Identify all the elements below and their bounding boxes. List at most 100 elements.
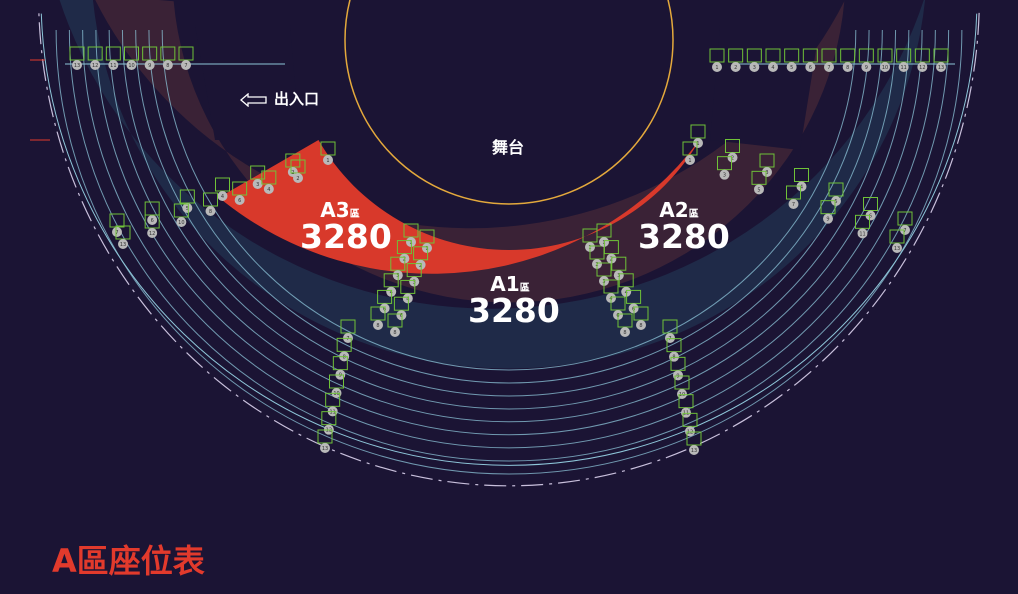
seat-box [863, 197, 878, 211]
a3-lower-aisle-seat-number: 12 [149, 231, 155, 237]
seat-badge [90, 60, 101, 70]
zone-a1-price: 3280 [468, 291, 560, 330]
top-right-aisle-seat-number: 4 [771, 65, 774, 71]
top-left-aisle-seat-number: 7 [184, 63, 187, 69]
top-right-aisle-seat-number: 11 [900, 65, 906, 71]
a2-upper-aisle-seat-number: 7 [903, 228, 906, 234]
seat-badge [162, 60, 173, 70]
seat-badge [620, 327, 630, 337]
a1-left-aisle-b-seat-number: 6 [400, 313, 403, 319]
a1-left-aisle-b-seat-number: 3 [413, 280, 416, 286]
seat-badge [865, 210, 876, 221]
seat-badge [831, 196, 841, 206]
seat-badge [176, 217, 187, 227]
seat-badge [126, 60, 137, 70]
zone-a3-suffix: 區 [349, 209, 360, 220]
a2-lower-aisle-seat-number: 11 [859, 231, 865, 237]
row-line [148, 29, 870, 384]
zone-a2-suffix: 區 [688, 209, 699, 220]
seat-badge [112, 227, 122, 237]
lower-left-aisle-seat-number: 9 [339, 373, 342, 379]
seat-badge [900, 225, 910, 235]
seat-badge [373, 320, 383, 330]
lower-left-aisle-seat-number: 8 [343, 354, 346, 360]
a3-upper-aisle-seat-number: 1 [326, 158, 329, 164]
seat-badge [796, 181, 807, 192]
top-right-aisle-seat-number: 13 [938, 65, 944, 71]
seat-badge [749, 62, 760, 72]
seat-badge [118, 239, 128, 249]
seat-badge [182, 203, 193, 213]
outer-boundary [40, 13, 978, 466]
seat-badge [824, 62, 834, 72]
a1-left-aisle-b-seat-number: 8 [393, 330, 396, 336]
seat-badge [181, 60, 191, 70]
seat-badge [72, 60, 82, 70]
seat-badge [415, 259, 426, 270]
seat-box [690, 124, 706, 139]
seat-badge [685, 155, 695, 165]
seat-badge [390, 327, 400, 337]
seat-badge [768, 62, 778, 72]
zone-a3-price: 3280 [300, 217, 392, 256]
seat-badge [263, 184, 274, 194]
seat-badge [730, 62, 741, 72]
top-left-aisle-seat-number: 10 [128, 63, 134, 69]
lower-entrance-gap [355, 350, 663, 470]
seat-box [794, 168, 809, 182]
top-left-aisle-seat-number: 11 [110, 63, 116, 69]
zone-a1-name: A1 [490, 272, 520, 296]
zone-a3-name: A3 [320, 198, 350, 222]
lower-left-aisle-seat-number: 7 [346, 336, 349, 342]
seat-badge [144, 60, 155, 70]
a2-upper-aisle-seat-number: 6 [869, 214, 872, 220]
seat-badge [636, 320, 646, 330]
exit-label: 出入口 [274, 90, 320, 108]
seat-badge [409, 276, 420, 287]
seat-badge [320, 443, 330, 453]
zone-red-area [218, 140, 700, 274]
stand-maroon-band [95, 0, 845, 303]
top-left-aisle-seat-number: 8 [166, 63, 169, 69]
page-title: A區座位表 [52, 542, 205, 580]
seat-badge [762, 167, 772, 177]
a1-left-aisle-b-seat-number: 4 [406, 296, 409, 302]
a2-lower-aisle-seat-number: 7 [792, 202, 795, 208]
top-right-aisle-seat-number: 9 [865, 65, 868, 71]
red-marker [30, 59, 50, 141]
zone-a2[interactable]: A2區 3280 [638, 200, 730, 256]
arrow-left-icon [240, 92, 267, 107]
a3-lower-aisle-seat-number: 4 [267, 187, 270, 193]
zone-a2-price: 3280 [638, 217, 730, 256]
a2-upper-aisle-seat-number: 3 [765, 170, 768, 176]
seat-badge [396, 310, 407, 321]
zone-a1[interactable]: A1區 3280 [468, 272, 560, 330]
top-left-aisle-seat-number: 12 [92, 63, 98, 69]
lower-left-aisle-seat-number: 11 [329, 409, 335, 415]
a3-upper-aisle-seat-number: 6 [151, 218, 154, 224]
top-right-aisle-seat-number: 1 [715, 65, 718, 71]
a2-lower-aisle-seat-number: 13 [894, 246, 900, 252]
a3-upper-aisle-seat-number: 5 [186, 206, 189, 212]
row-line [95, 29, 923, 436]
seat-badge [936, 62, 946, 72]
seat-badge [727, 152, 738, 163]
seat-badge [712, 62, 722, 72]
seat-badge [293, 173, 303, 183]
seat-badge [108, 60, 119, 70]
a3-lower-aisle-seat-number: 6 [238, 198, 241, 204]
seat-badge [823, 213, 833, 224]
top-right-aisle-seat-number: 10 [882, 65, 888, 71]
zone-a3[interactable]: A3區 3280 [300, 198, 392, 256]
seat-badge [861, 62, 872, 72]
a2-lower-aisle-seat-number: 9 [826, 217, 829, 223]
outer-dashed-boundary [38, 12, 980, 487]
seat-badge [234, 195, 245, 205]
a3-upper-aisle-seat-number: 4 [221, 194, 224, 200]
seat-badge [217, 191, 228, 201]
seat-badge [857, 228, 868, 239]
seat-box [897, 211, 913, 226]
a3-lower-aisle-seat-number: 10 [178, 220, 184, 226]
a2-upper-aisle-seat-number: 5 [834, 199, 837, 205]
